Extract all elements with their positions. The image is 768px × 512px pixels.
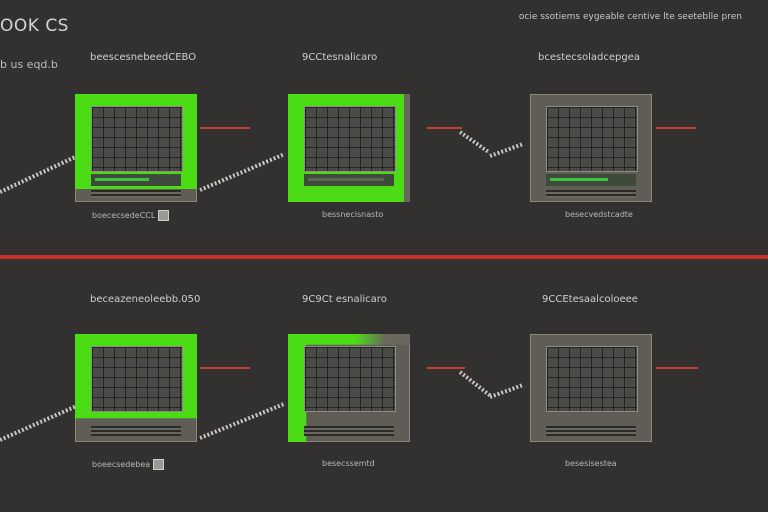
- connector-arrow: [656, 367, 698, 369]
- panel-footer: besesisestea: [565, 459, 617, 468]
- panel-label: beescesnebeedCEBO: [90, 52, 197, 63]
- panel-tile-3[interactable]: [530, 94, 652, 202]
- panel-label: beceazeneoleebb.050: [90, 294, 201, 305]
- tile-grid: [546, 106, 638, 172]
- progress-fill: [308, 178, 384, 181]
- tile-tray: [546, 190, 636, 198]
- panel-label: 9CCEtesaalcoloeee: [542, 294, 638, 305]
- panel-tile-6[interactable]: [530, 334, 652, 442]
- panel-label: 9C9Ct esnalicaro: [302, 294, 387, 305]
- footer-text: boececsedeCCL: [92, 211, 156, 220]
- red-divider: [0, 255, 768, 259]
- dotted-link: [199, 152, 286, 192]
- dotted-link: [489, 383, 523, 399]
- tile-progress: [546, 174, 636, 186]
- tile-tray: [546, 426, 636, 436]
- dotted-link: [458, 370, 492, 397]
- tile-grid: [91, 346, 183, 412]
- tile-grid: [91, 106, 183, 172]
- panel-label: bcestecsoladcepgea: [538, 52, 640, 63]
- tile-grid: [304, 106, 396, 172]
- square-badge-icon: [153, 459, 165, 470]
- dotted-link: [199, 401, 287, 440]
- tile-grid: [546, 346, 638, 412]
- dotted-link: [458, 130, 491, 155]
- dotted-link: [0, 154, 77, 194]
- panel-tile-5[interactable]: [288, 334, 410, 442]
- footer-text: boeecsedebea: [92, 460, 151, 469]
- tile-progress: [304, 174, 394, 186]
- square-badge-icon: [158, 210, 170, 221]
- tile-tray: [304, 426, 394, 436]
- tile-tray: [91, 426, 181, 436]
- panel-footer: besecssemtd: [322, 459, 375, 468]
- panel-tile-2[interactable]: [288, 94, 410, 202]
- app-title: OOK CS: [0, 16, 69, 36]
- connector-arrow: [427, 127, 462, 129]
- connector-arrow: [200, 127, 250, 129]
- connector-arrow: [656, 127, 696, 129]
- progress-fill: [550, 178, 608, 181]
- dotted-link: [489, 142, 523, 158]
- dotted-link: [0, 404, 76, 442]
- subtitle: b us eqd.b: [0, 58, 58, 71]
- connector-arrow: [427, 367, 465, 369]
- panel-tile-1[interactable]: [75, 94, 197, 202]
- panel-footer: boeecsedebea: [92, 459, 165, 470]
- panel-tile-4[interactable]: [75, 334, 197, 442]
- panel-label: 9CCtesnalicaro: [302, 52, 378, 63]
- panel-footer: boececsedeCCL: [92, 210, 170, 221]
- panel-footer: bessnecisnasto: [322, 210, 384, 219]
- connector-arrow: [200, 367, 250, 369]
- tile-tray: [91, 190, 181, 198]
- tile-progress: [91, 174, 181, 186]
- progress-fill: [95, 178, 149, 181]
- tile-grid: [304, 346, 396, 412]
- panel-footer: besecvedstcadte: [565, 210, 633, 219]
- top-caption: ocie ssotiems eygeable centive lte seete…: [518, 12, 742, 22]
